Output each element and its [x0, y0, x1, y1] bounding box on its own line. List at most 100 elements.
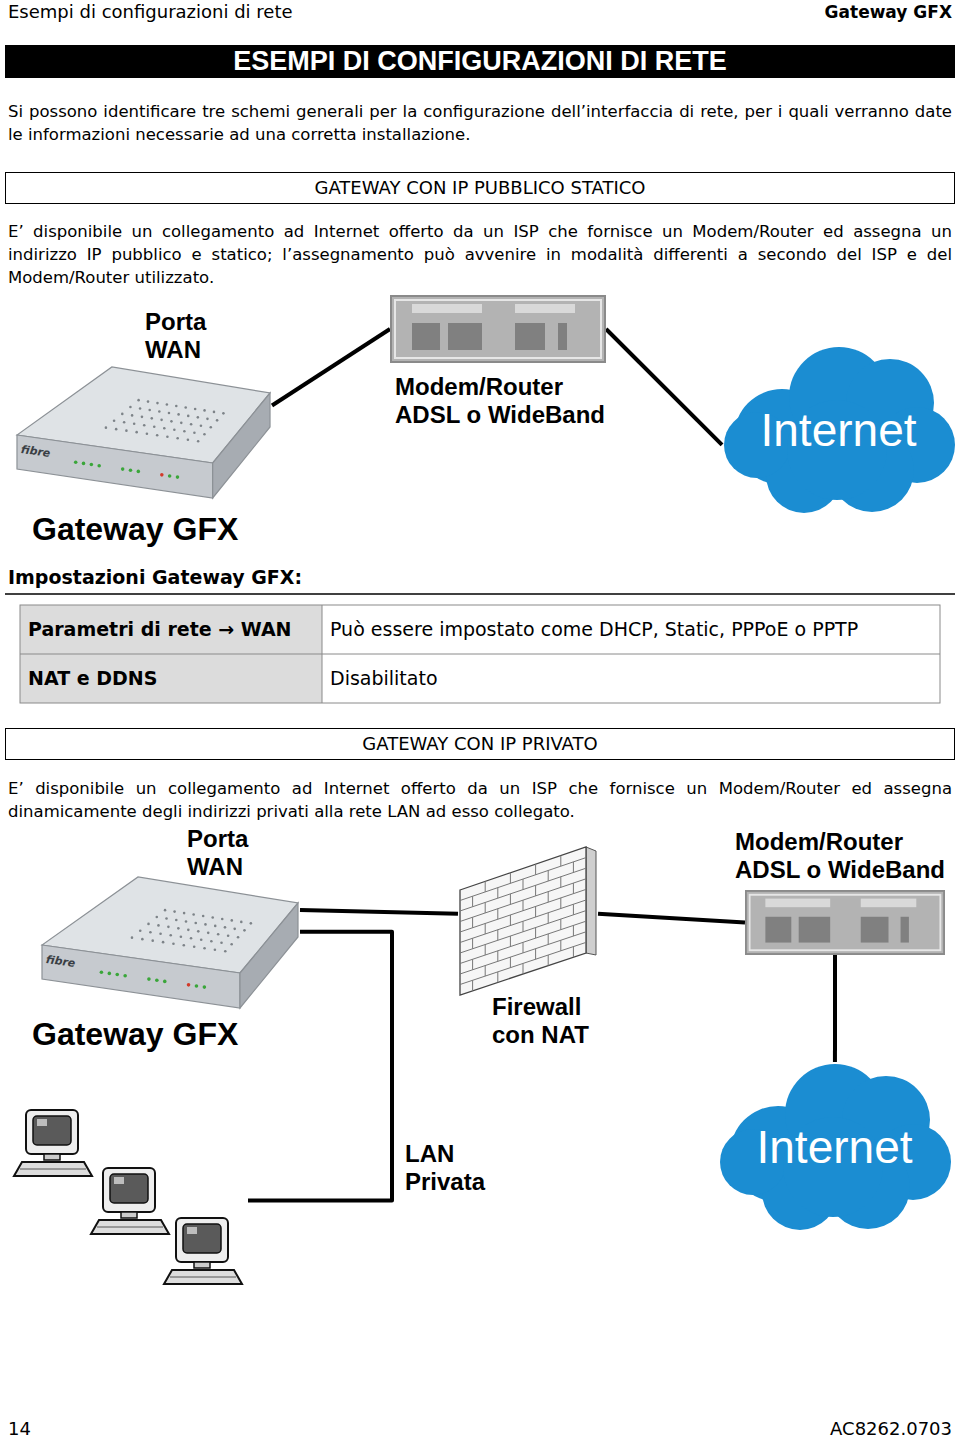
vent-hole [204, 923, 207, 926]
vent-hole [202, 915, 205, 918]
connector-line [598, 914, 745, 923]
modem-port [765, 917, 791, 943]
brick-joint [485, 945, 486, 956]
vent-hole [211, 916, 214, 919]
vent-hole [185, 920, 188, 923]
monitor-case [176, 1218, 228, 1262]
vent-hole [180, 935, 183, 938]
status-led [82, 462, 86, 466]
vent-hole [131, 414, 134, 417]
vent-hole [147, 400, 150, 403]
modem-router: Modem/Router ADSL o WideBand [745, 890, 945, 955]
lan-computers: LAN Privata [8, 1108, 248, 1293]
status-led [147, 977, 151, 981]
vent-hole [160, 419, 163, 422]
brick-joint [535, 885, 536, 896]
status-led [100, 970, 104, 974]
modem-router: Modem/Router ADSL o WideBand [390, 295, 606, 363]
page-number: 14 [8, 1418, 108, 1440]
vent-hole [183, 430, 186, 433]
vent-hole [167, 926, 170, 929]
gateway-device-picture [40, 875, 300, 1010]
table-cell: NAT e DDNS [28, 666, 318, 690]
document-code: AC8262.0703 [700, 1418, 952, 1440]
modem-panel [765, 899, 830, 908]
brick-joint [523, 942, 524, 953]
wall-side [586, 847, 596, 955]
brick-joint [510, 957, 511, 968]
monitor-stand [121, 1212, 137, 1218]
vent-hole [200, 938, 203, 941]
screen-glare [187, 1227, 197, 1234]
modem-body [746, 891, 944, 954]
brick-joint [573, 904, 574, 915]
brick-joint [548, 934, 549, 945]
modem-router-picture [390, 295, 606, 363]
brick-joint [560, 898, 561, 909]
vent-hole [165, 917, 168, 920]
vent-hole [200, 425, 203, 428]
brick-joint [485, 923, 486, 934]
brick-joint [560, 940, 561, 951]
label-slot: AC8262.0703 [700, 1418, 952, 1440]
vent-hole [143, 424, 146, 427]
modem-frame [395, 300, 601, 358]
brick-row [460, 879, 586, 922]
vent-hole [197, 440, 200, 443]
label-slot: Si possono identificare tre schemi gener… [8, 100, 952, 146]
brick-joint [535, 864, 536, 875]
vent-hole [210, 940, 213, 943]
label-slot: Può essere impostato come DHCP, Static, … [330, 617, 936, 641]
brick-row [460, 858, 586, 901]
brick-row [460, 868, 586, 911]
modem-port [448, 323, 482, 350]
wall-face [460, 847, 586, 995]
brick-joint [548, 870, 549, 881]
vent-hole [139, 929, 142, 932]
modem-port [861, 917, 889, 943]
vent-hole [194, 922, 197, 925]
vent-hole [240, 921, 243, 924]
vent-hole [187, 415, 190, 418]
status-led [123, 974, 127, 978]
vent-hole [158, 410, 161, 413]
vent-hole [131, 936, 134, 939]
section-heading: GATEWAY CON IP PUBBLICO STATICO [5, 172, 955, 204]
vent-hole [216, 419, 219, 422]
status-led [90, 463, 94, 467]
brick-joint [523, 879, 524, 890]
keyboard [164, 1270, 242, 1284]
vent-hole [147, 923, 150, 926]
status-led [129, 468, 133, 472]
brick-joint [535, 928, 536, 939]
modem-router-picture [745, 890, 945, 955]
firewall-wall-picture [458, 845, 598, 998]
vent-hole [207, 932, 210, 935]
brick-row [460, 889, 586, 932]
vent-hole [163, 427, 166, 430]
table-cell: Parametri di rete → WAN [28, 617, 318, 641]
vent-hole [190, 937, 193, 940]
label-slot: E’ disponibile un collegamento ad Intern… [8, 777, 952, 823]
vent-hole [214, 925, 217, 928]
device-side [240, 903, 298, 1008]
vent-hole [187, 929, 190, 932]
label-slot: Porta WAN [145, 308, 230, 364]
table-column-rule [322, 605, 323, 703]
vent-hole [213, 411, 216, 414]
status-led [97, 464, 101, 468]
computer-icon [91, 1168, 169, 1234]
vent-hole [115, 428, 118, 431]
vent-hole [193, 431, 196, 434]
status-led [163, 980, 167, 984]
vent-hole [125, 429, 128, 432]
lan-computers-picture [8, 1108, 248, 1293]
body-paragraph: Si possono identificare tre schemi gener… [8, 100, 952, 146]
label-slot: fibre [22, 443, 62, 456]
status-led [155, 978, 159, 982]
vent-hole [173, 428, 176, 431]
brick-joint [573, 947, 574, 958]
vent-hole [190, 423, 193, 426]
vent-hole [157, 924, 160, 927]
gateway-device: Gateway GFX [40, 875, 300, 1010]
